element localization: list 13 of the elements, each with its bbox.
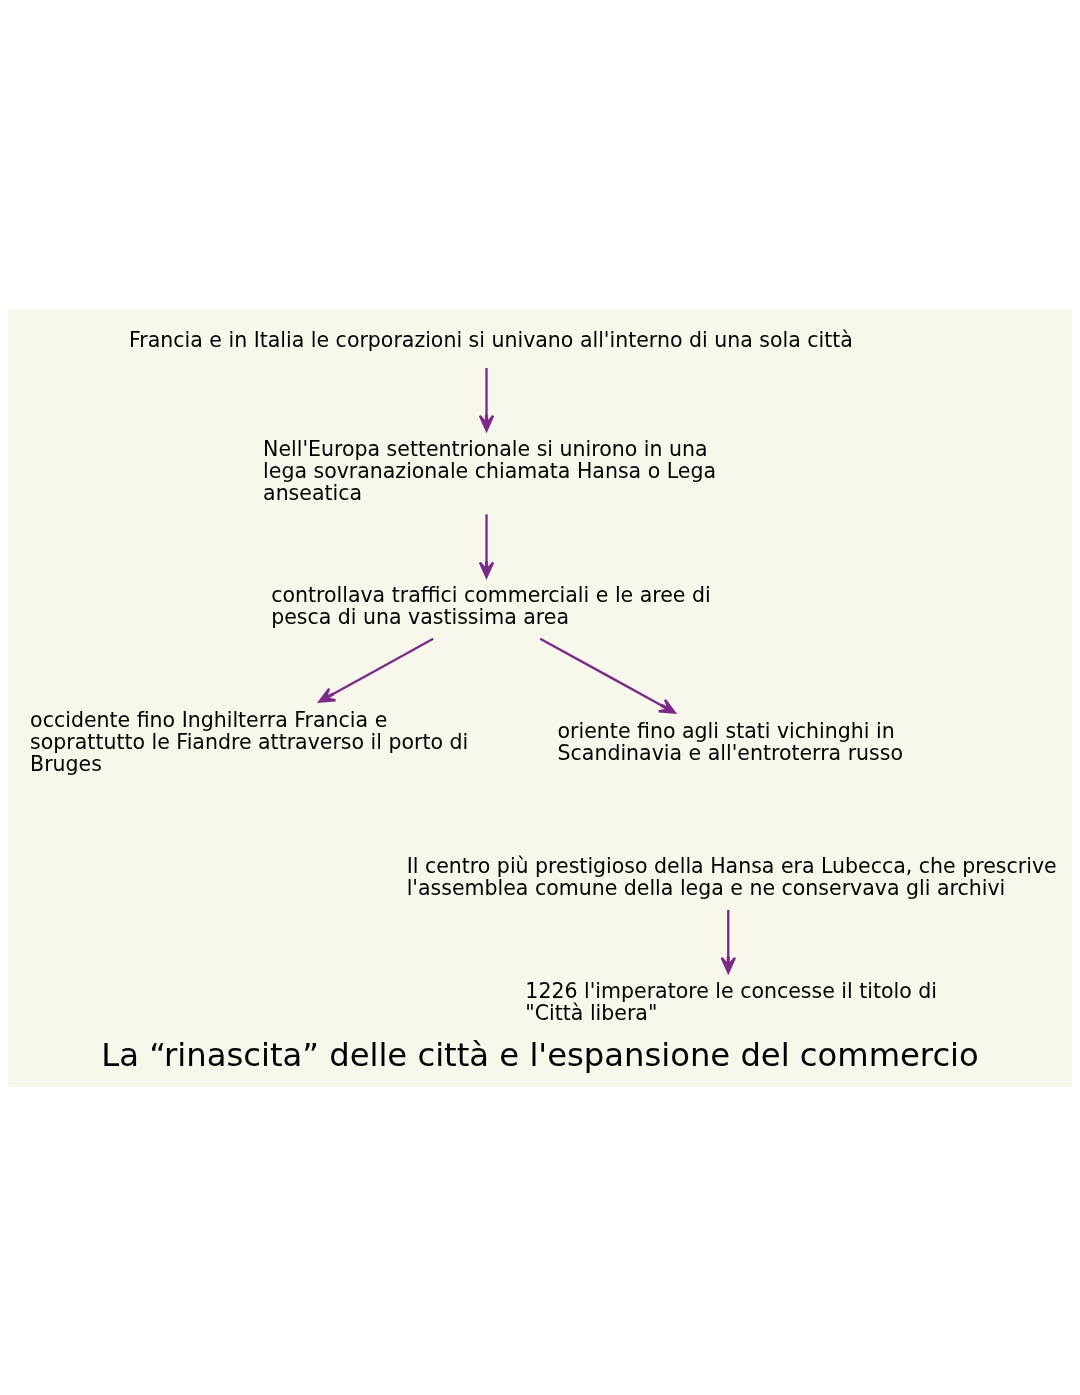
node-text: occidente fino Inghilterra Francia e soprattutto le Fiandre attraverso il porto di Bruges — [30, 707, 469, 776]
node-text: oriente fino agli stati vichinghi in Scandinavia e all'entroterra russo — [557, 718, 904, 765]
arrow — [720, 909, 737, 974]
node-text: Nell'Europa settentrionale si unirono in una lega sovranazionale chiamata Hansa o Lega anseatica — [263, 436, 716, 505]
arrow — [478, 513, 495, 578]
node-text: 1226 l'imperatore le concesse il titolo di "Città libera" — [525, 978, 938, 1025]
node-text: Francia e in Italia le corporazioni si univano all'interno di una sola città — [129, 327, 853, 352]
arrow — [318, 637, 434, 703]
arrow — [478, 367, 495, 432]
arrow — [539, 637, 676, 714]
diagram-title: La “rinascita” delle città e l'espansione del commercio — [101, 1035, 979, 1074]
node-text: Il centro più prestigioso della Hansa era Lubecca, che prescrive l'assemblea comune della lega e ne conservava gli archivi — [406, 853, 1057, 900]
node-text: controllava traffici commerciali e le aree di pesca di una vastissima area — [271, 582, 711, 629]
